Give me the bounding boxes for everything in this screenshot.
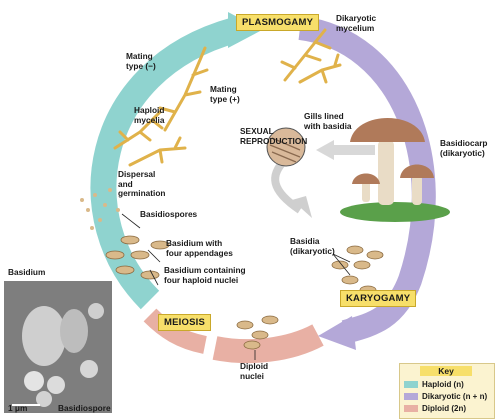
meiosis-label: MEIOSIS xyxy=(158,314,211,331)
micro-basidium-label: Basidium xyxy=(8,268,45,278)
plasmogamy-label: PLASMOGAMY xyxy=(236,14,319,31)
key-item-haploid: Haploid (n) xyxy=(404,380,464,389)
key-label-diploid: Diploid (2n) xyxy=(422,404,466,413)
gray-arrowhead-gills xyxy=(316,140,334,160)
basidia-cluster-right xyxy=(332,246,383,294)
basidiospores-label: Basidiospores xyxy=(140,210,197,220)
haploid-mycelia-label: Haploid mycelia xyxy=(134,106,164,125)
basidium-containing-label: Basidium containing four haploid nuclei xyxy=(164,266,246,285)
basidiocarp-label: Basidiocarp (dikaryotic) xyxy=(440,139,488,158)
key-title: Key xyxy=(420,366,472,376)
dikaryotic-swatch xyxy=(404,393,418,400)
haploid-arc xyxy=(103,30,235,300)
legend-key: Key Haploid (n) Dikaryotic (n + n) Diplo… xyxy=(399,363,495,419)
key-label-dikaryotic: Dikaryotic (n + n) xyxy=(422,392,487,401)
dikaryotic-mycelium-label: Dikaryotic mycelium xyxy=(336,14,376,33)
center-title: SEXUAL REPRODUCTION xyxy=(240,127,307,146)
micro-basidiospore-label: Basidiospore xyxy=(58,404,111,414)
basidium-four-label: Basidium with four appendages xyxy=(166,239,233,258)
key-label-haploid: Haploid (n) xyxy=(422,380,464,389)
key-item-dikaryotic: Dikaryotic (n + n) xyxy=(404,392,487,401)
key-item-diploid: Diploid (2n) xyxy=(404,404,466,413)
diploid-swatch xyxy=(404,405,418,412)
diploid-nuclei-label: Diploid nuclei xyxy=(240,362,268,381)
karyogamy-label: KARYOGAMY xyxy=(340,290,416,307)
dispersal-label: Dispersal and germination xyxy=(118,170,165,199)
basidia-dikaryotic-label: Basidia (dikaryotic) xyxy=(290,237,335,256)
scale-bar-label: 1 μm xyxy=(8,404,27,414)
dikaryotic-arrowhead xyxy=(318,316,356,350)
micrograph xyxy=(4,281,112,413)
mating-minus-label: Mating type (−) xyxy=(126,52,156,71)
mating-plus-label: Mating type (+) xyxy=(210,85,240,104)
haploid-swatch xyxy=(404,381,418,388)
gills-label: Gills lined with basidia xyxy=(304,112,351,131)
